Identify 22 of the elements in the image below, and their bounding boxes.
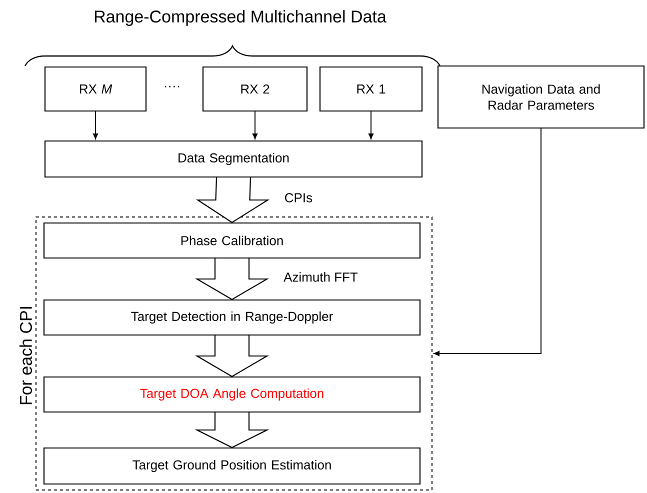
edge-label: CPIs (285, 193, 312, 202)
arrow (252, 111, 258, 140)
process-box: RX M (44, 66, 147, 112)
ellipsis: ···· (164, 86, 180, 88)
process-box: RX 2 (202, 66, 308, 112)
input-box: Navigation Data and Radar Parameters (437, 65, 645, 129)
block-arrow (194, 258, 270, 300)
arrow (368, 111, 374, 140)
process-box: Target Ground Position Estimation (43, 447, 421, 485)
process-box: Target Detection in Range-Doppler (43, 299, 421, 336)
process-box: Data Segmentation (44, 140, 423, 178)
edge-label: Azimuth FFT (284, 272, 358, 282)
block-arrow (194, 412, 270, 448)
process-box: Target DOA Angle Computation (43, 376, 421, 413)
heading: Range-Compressed Multichannel Data (94, 10, 386, 26)
node-label: For each CPI (19, 307, 32, 404)
process-box: Phase Calibration (43, 222, 421, 259)
process-box: RX 1 (319, 66, 423, 112)
block-arrow (196, 177, 270, 224)
block-arrow (194, 335, 270, 378)
arrow (92, 111, 98, 140)
arrow (434, 128, 542, 356)
